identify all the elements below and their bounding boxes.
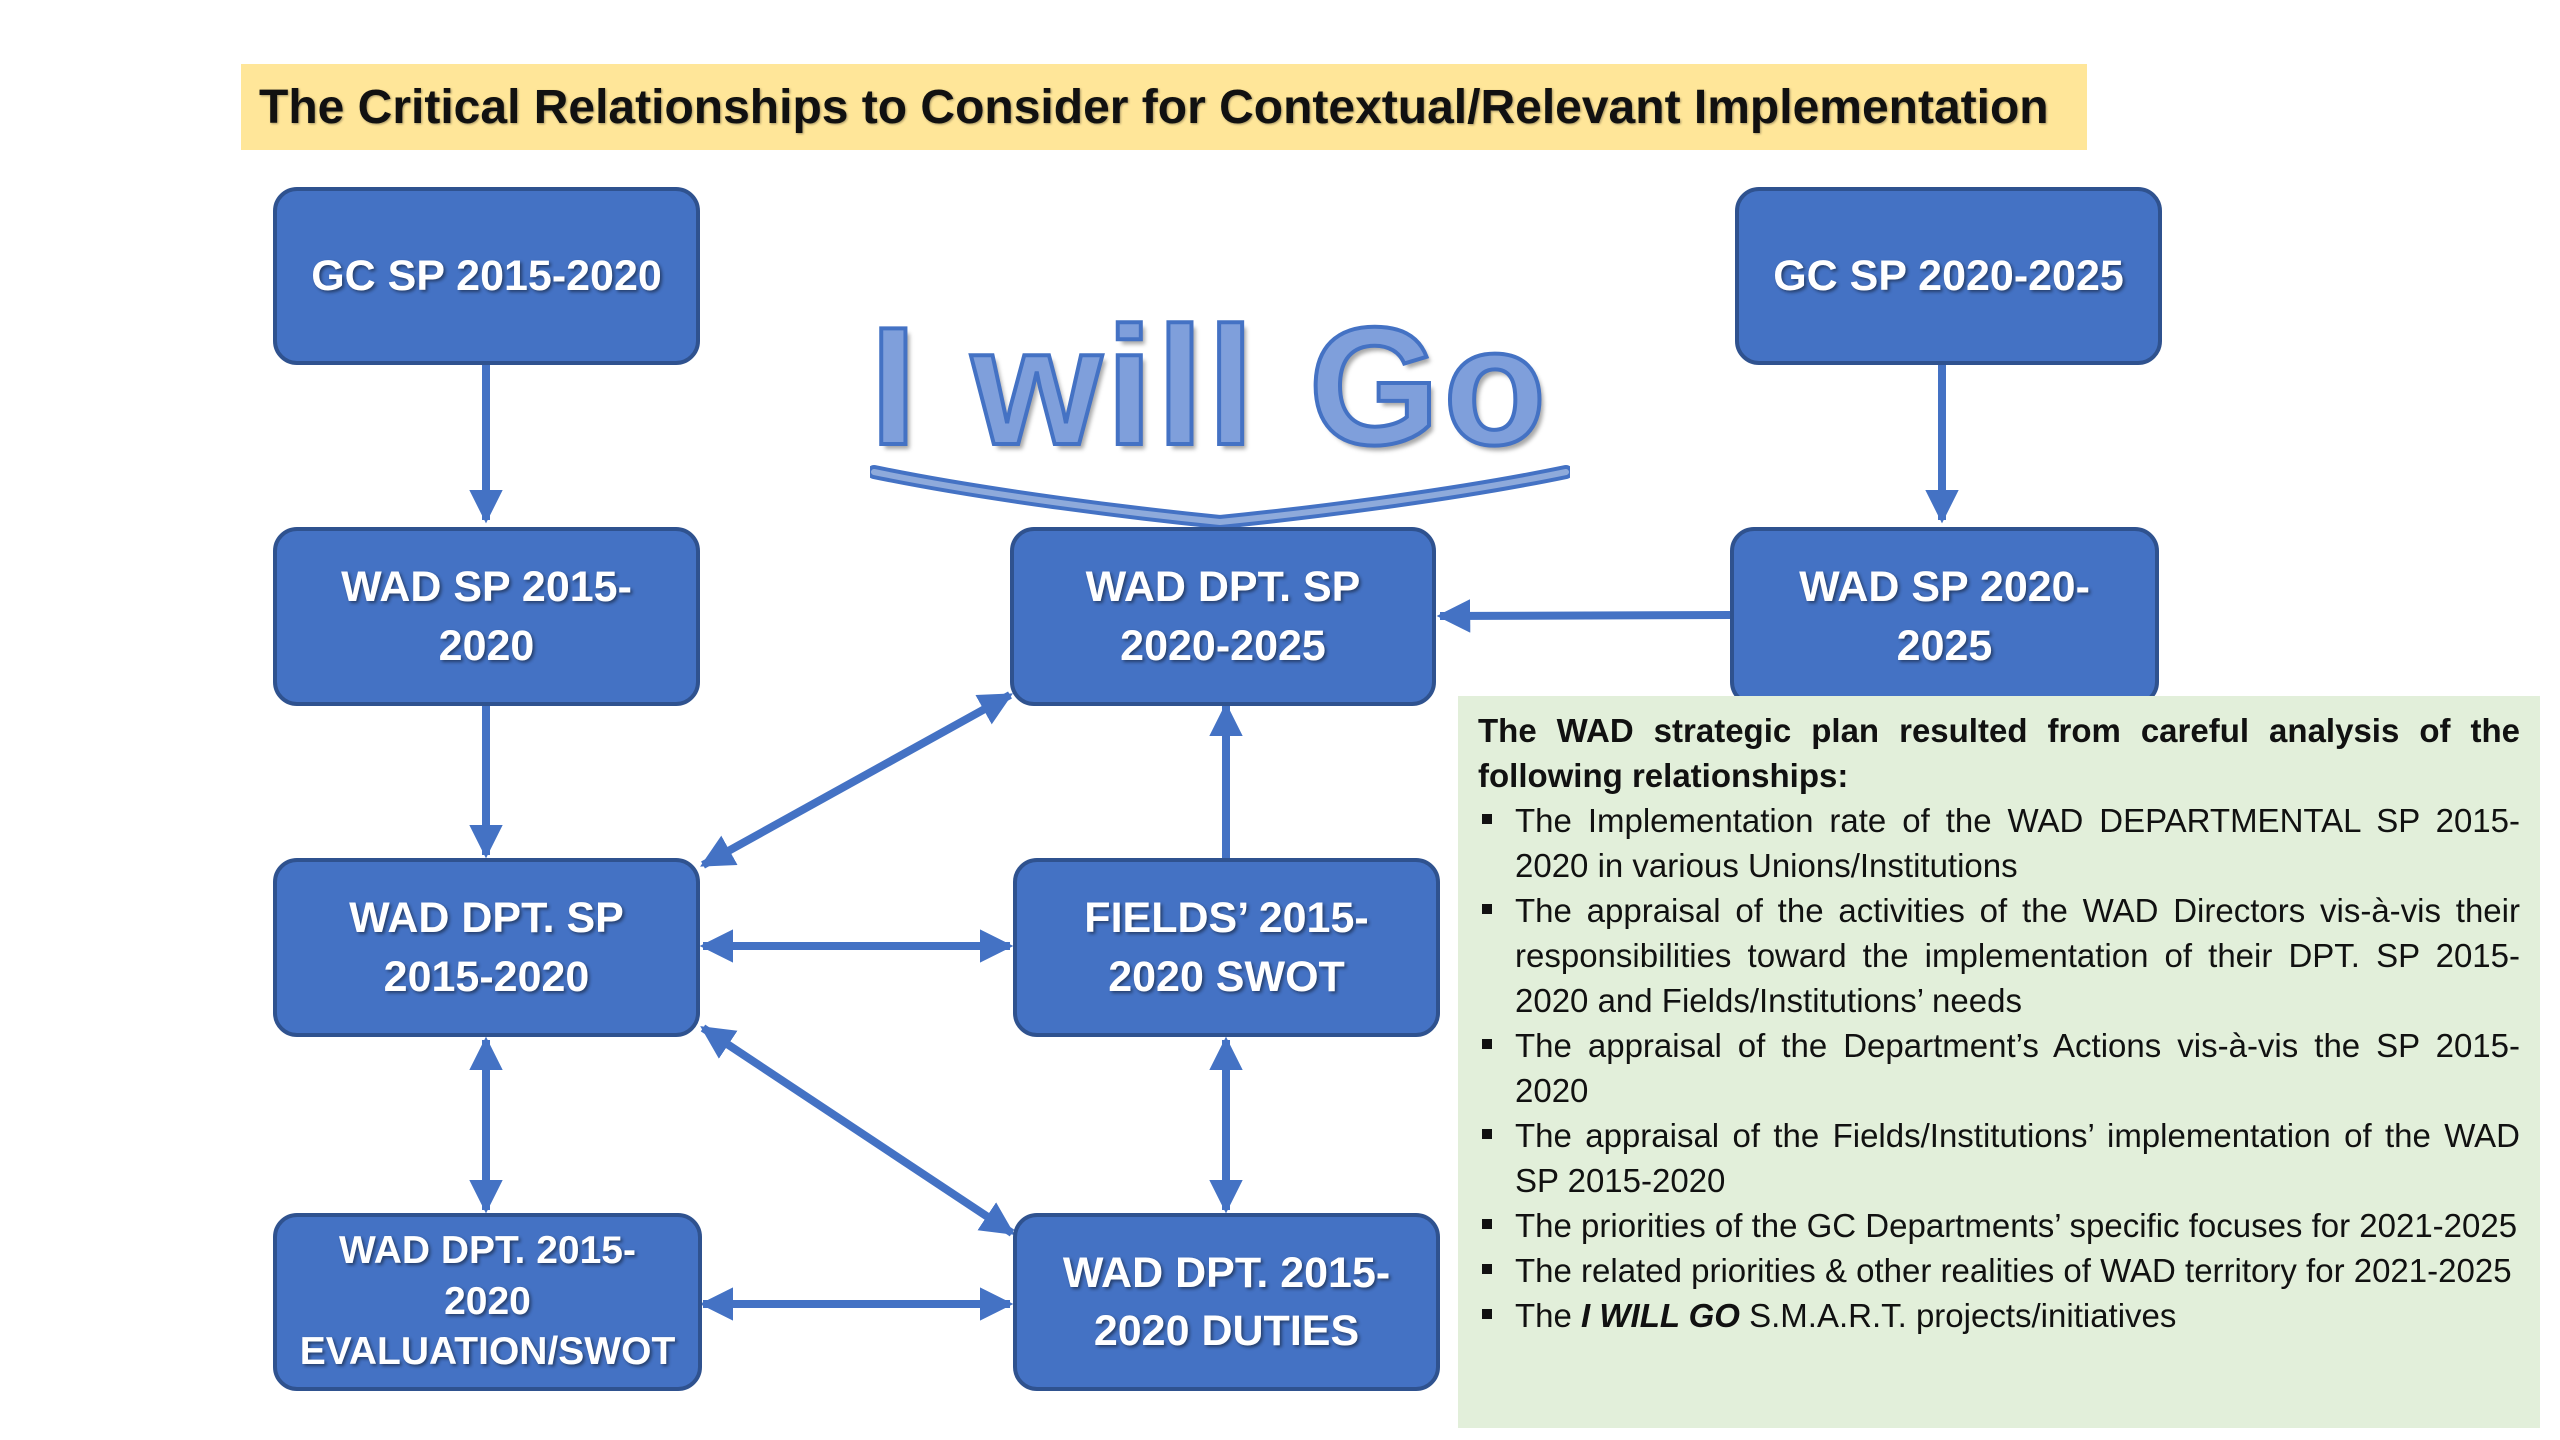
arrow-dpt2015-duties: [700, 1024, 1015, 1237]
i-will-go-wordart: I will Go: [868, 292, 1551, 480]
relationship-item: The Implementation rate of the WAD DEPAR…: [1478, 798, 2520, 888]
node-fields-swot: FIELDS’ 2015-2020 SWOT: [1013, 858, 1440, 1037]
relationship-item: The related priorities & other realities…: [1478, 1248, 2520, 1293]
relationships-list: The Implementation rate of the WAD DEPAR…: [1478, 798, 2520, 1338]
node-wad-dpt-duties-label: WAD DPT. 2015-2020 DUTIES: [1062, 1248, 1391, 1355]
node-wad-dpt-sp-2020-2025-label: WAD DPT. SP 2020-2025: [1085, 563, 1361, 670]
node-wad-dpt-evaluation-swot-label: WAD DPT. 2015-2020 EVALUATION/SWOT: [299, 1228, 676, 1374]
relationship-item: The appraisal of the Fields/Institutions…: [1478, 1113, 2520, 1203]
relationship-item: The priorities of the GC Departments’ sp…: [1478, 1203, 2520, 1248]
page-title: The Critical Relationships to Consider f…: [241, 64, 2087, 150]
page-title-text: The Critical Relationships to Consider f…: [259, 80, 2049, 134]
node-wad-sp-2020-2025-label: WAD SP 2020-2025: [1799, 563, 2090, 670]
node-gc-sp-2015-2020-label: GC SP 2015-2020: [311, 251, 662, 300]
node-wad-dpt-sp-2015-2020: WAD DPT. SP 2015-2020: [273, 858, 700, 1037]
node-gc-sp-2020-2025-label: GC SP 2020-2025: [1773, 251, 2124, 300]
relationship-item-i-will-go: The I WILL GO S.M.A.R.T. projects/initia…: [1478, 1293, 2520, 1338]
node-wad-sp-2015-2020: WAD SP 2015-2020: [273, 527, 700, 706]
item-prefix: The: [1515, 1297, 1582, 1334]
node-wad-dpt-sp-2015-2020-label: WAD DPT. SP 2015-2020: [349, 894, 624, 1001]
node-wad-sp-2015-2020-label: WAD SP 2015-2020: [341, 563, 632, 670]
item-emphasis: I WILL GO: [1581, 1297, 1740, 1334]
relationship-item: The appraisal of the activities of the W…: [1478, 888, 2520, 1023]
relationship-item: The appraisal of the Department’s Action…: [1478, 1023, 2520, 1113]
node-gc-sp-2015-2020: GC SP 2015-2020: [273, 187, 700, 365]
wordart-underline: [870, 465, 1570, 530]
node-wad-dpt-duties: WAD DPT. 2015-2020 DUTIES: [1013, 1213, 1440, 1391]
node-wad-dpt-evaluation-swot: WAD DPT. 2015-2020 EVALUATION/SWOT: [273, 1213, 702, 1391]
node-wad-sp-2020-2025: WAD SP 2020-2025: [1730, 527, 2159, 706]
relationships-panel: The WAD strategic plan resulted from car…: [1458, 696, 2540, 1428]
relationships-heading: The WAD strategic plan resulted from car…: [1478, 712, 2520, 794]
arrow-dpt2015-dpt2020: [700, 691, 1013, 869]
node-wad-dpt-sp-2020-2025: WAD DPT. SP 2020-2025: [1010, 527, 1436, 706]
node-gc-sp-2020-2025: GC SP 2020-2025: [1735, 187, 2162, 365]
node-fields-swot-label: FIELDS’ 2015-2020 SWOT: [1084, 894, 1369, 1001]
arrow-wadsp2020-to-wadsp-dpt2020: [1436, 599, 1731, 633]
item-suffix: S.M.A.R.T. projects/initiatives: [1739, 1297, 2177, 1334]
